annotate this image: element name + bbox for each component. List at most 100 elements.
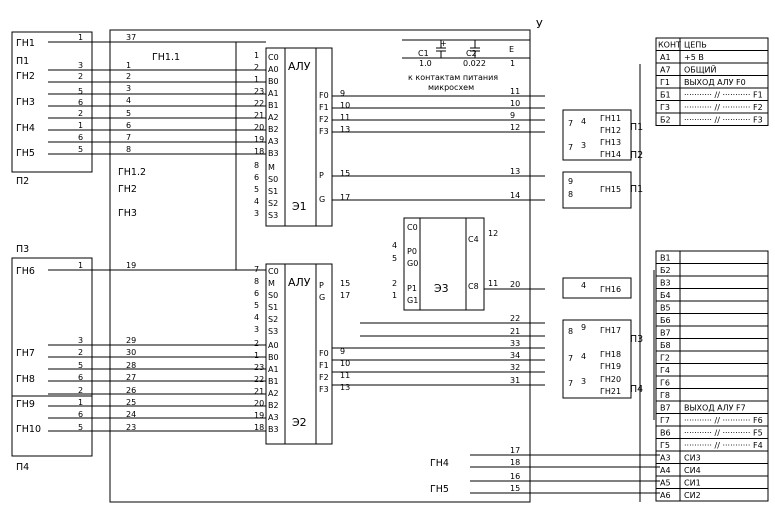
gen-gn19: ГН19	[600, 362, 621, 371]
board-label: У	[536, 18, 543, 31]
alu-pin-label: A1	[268, 89, 279, 98]
plug-p1-label: П1	[16, 56, 29, 67]
out-pin-num: 15	[510, 484, 520, 493]
alu-pin-label: B1	[268, 377, 279, 386]
table-contact: Б1	[660, 91, 671, 100]
gen-gn12: ГН12	[600, 126, 621, 135]
alu-pin-label: B0	[268, 353, 279, 362]
alu-pin-label: A3	[268, 137, 279, 146]
gen-gn17: ГН17	[600, 326, 621, 335]
alu-pin-label: B3	[268, 149, 279, 158]
alu-pin-label: A0	[268, 341, 279, 350]
alu-pin-label: M	[268, 163, 275, 172]
alu-pin-label: P	[319, 281, 324, 290]
alu-pin-label: S1	[268, 187, 278, 196]
alu-pin-label: A1	[268, 365, 279, 374]
alu-pin-num: 19	[254, 135, 264, 144]
sw-num: 8	[568, 190, 573, 199]
table-circuit: ОБЩИЙ	[684, 64, 717, 75]
pin-num: 27	[126, 373, 136, 382]
alu-pin-label: F0	[319, 349, 329, 358]
switch-box-p1b	[562, 171, 632, 209]
alu-pin-label: C0	[268, 267, 279, 276]
table-contact: Б6	[660, 316, 671, 325]
table-contact: А5	[660, 479, 671, 488]
sw-num: 7	[568, 143, 573, 152]
table-circuit: ВЫХОД АЛУ F7	[684, 404, 746, 413]
table-contact: А3	[660, 454, 671, 463]
alu-pin-num: 6	[254, 289, 259, 298]
pin-num: 8	[126, 145, 131, 154]
table-circuit: ··········· // ··········· F3	[684, 116, 763, 125]
gen-gn1-1: ГН1.1	[152, 52, 180, 63]
alu-pin-label: S2	[268, 315, 278, 324]
alu-pin-label: A3	[268, 413, 279, 422]
out-pin-num: 12	[510, 123, 520, 132]
gen-gn7: ГН7	[16, 348, 35, 359]
cpu-pin: G1	[407, 296, 418, 305]
alu-pin-num: 21	[254, 387, 264, 396]
pin-num: 1	[78, 398, 83, 407]
pin-num: 5	[78, 87, 83, 96]
pin-num: 19	[126, 261, 136, 270]
table-contact: А4	[660, 466, 671, 475]
pin-num: 28	[126, 361, 136, 370]
gen-gn3-inner: ГН3	[118, 208, 137, 219]
alu-pin-label: M	[268, 279, 275, 288]
table-contact: Г5	[660, 441, 670, 450]
alu2-title: АЛУ	[288, 276, 311, 289]
input-wires-alu2	[48, 269, 266, 432]
alu-pin-label: F2	[319, 373, 329, 382]
pin-num: 6	[78, 373, 83, 382]
input-wires-alu1	[48, 41, 266, 155]
alu-pin-num: 3	[254, 325, 259, 334]
alu-pin-num: 8	[254, 161, 259, 170]
table-circuit: ··········· // ··········· F4	[684, 441, 763, 450]
alu-pin-label: B2	[268, 401, 279, 410]
alu-pin-num: 1	[254, 51, 259, 60]
alu-pin-num: 5	[254, 301, 259, 310]
pin-num: 2	[78, 348, 83, 357]
alu-pin-num: 2	[254, 63, 259, 72]
cap-c1: C1	[418, 49, 429, 58]
plug-p2-label: П2	[16, 176, 29, 187]
pin-num: 26	[126, 386, 136, 395]
pin-num: 7	[126, 133, 131, 142]
table-contact: Г4	[660, 366, 670, 375]
alu-pin-label: F3	[319, 127, 329, 136]
out-pin-num: 22	[510, 314, 520, 323]
sw-num: 3	[581, 141, 586, 150]
cpu-pin: P1	[407, 284, 417, 293]
out-pin-num: 17	[510, 446, 520, 455]
table-contact: Б2	[660, 116, 671, 125]
pin-num: 29	[126, 336, 136, 345]
pin-num: 6	[78, 133, 83, 142]
alu1-code: Э1	[292, 200, 307, 213]
alu-pin-num: 22	[254, 375, 264, 384]
rail-1: 1	[510, 59, 515, 68]
gen-gn18: ГН18	[600, 350, 621, 359]
alu-pin-num: 23	[254, 363, 264, 372]
alu-pin-num: 15	[340, 169, 350, 178]
alu2-pins: C07M8S06S15S24S33A02B01A123B122A221B220A…	[254, 265, 350, 434]
alu-pin-num: 1	[254, 351, 259, 360]
out-pin-num: 18	[510, 458, 520, 467]
table-contact: В7	[660, 404, 671, 413]
alu-pin-label: F1	[319, 361, 329, 370]
sw-num: 8	[568, 327, 573, 336]
table-contact: А6	[660, 491, 671, 500]
pin-num: 30	[126, 348, 136, 357]
gen-gn2-inner: ГН2	[118, 184, 137, 195]
plug-right: П1	[630, 122, 643, 133]
table-contact: А1	[660, 53, 671, 62]
out-pin-num: 34	[510, 351, 520, 360]
alu-pin-label: C0	[268, 53, 279, 62]
alu-pin-num: 19	[254, 411, 264, 420]
pin-num: 37	[126, 33, 136, 42]
alu2-code: Э2	[292, 416, 307, 429]
alu-pin-num: 4	[254, 197, 259, 206]
table-contact: Г1	[660, 78, 670, 87]
gen-gn1-2: ГН1.2	[118, 167, 146, 178]
alu-pin-label: F2	[319, 115, 329, 124]
out-pin-num: 9	[510, 111, 515, 120]
